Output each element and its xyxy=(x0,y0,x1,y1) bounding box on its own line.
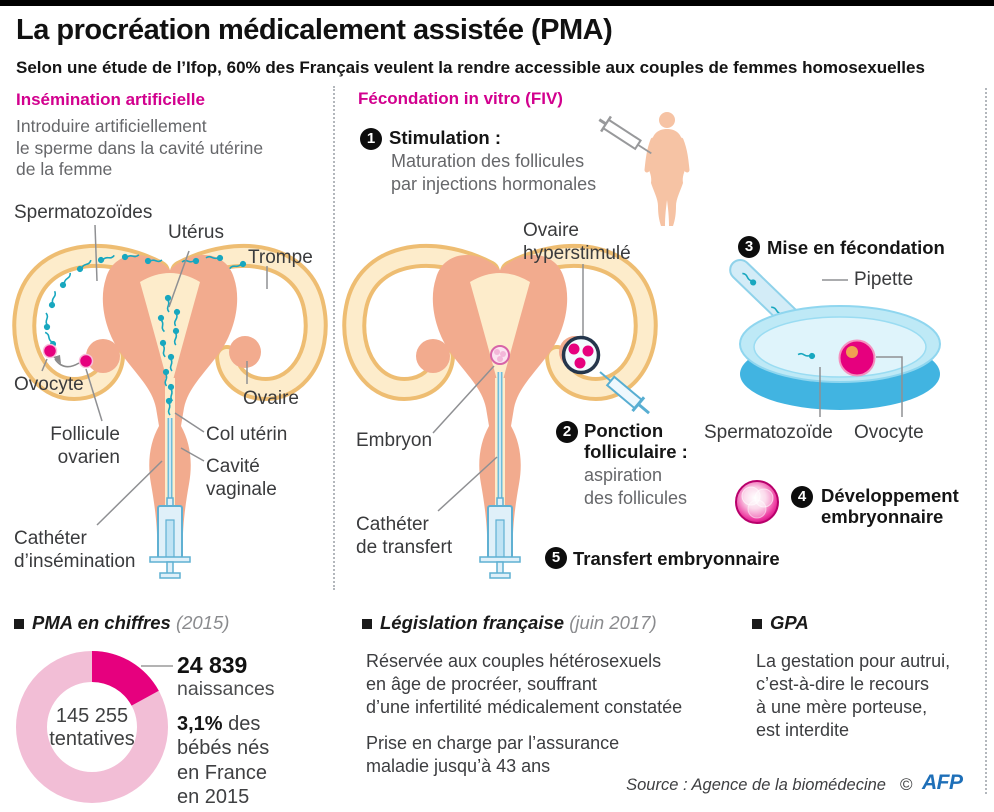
catheter-insemination xyxy=(149,418,191,579)
step-5-badge: 5 xyxy=(545,547,567,569)
square-bullet-icon xyxy=(752,619,762,629)
page-subtitle: Selon une étude de l’Ifop, 60% des Franç… xyxy=(16,58,925,77)
label-pipette: Pipette xyxy=(854,269,914,290)
ovocyte-in-dish xyxy=(838,339,876,377)
legislation-para2: Prise en charge par l’assurance maladie … xyxy=(366,733,620,776)
step-4-title: Développement embryonnaire xyxy=(821,485,959,528)
petri-dish xyxy=(739,305,941,410)
step-5-title: Transfert embryonnaire xyxy=(573,548,780,569)
step-2-title: Ponction folliculaire : xyxy=(584,420,688,463)
hyperstimulated-ovary xyxy=(561,335,601,375)
gpa-heading: GPA xyxy=(752,612,809,634)
ovocyte-follicle-dots xyxy=(42,343,94,369)
gpa-body: La gestation pour autrui, c’est-à-dire l… xyxy=(756,651,951,740)
embryo-in-uterus xyxy=(490,345,510,365)
top-rule xyxy=(0,0,994,6)
step-2-badge: 2 xyxy=(556,421,578,443)
label-lines-middle xyxy=(432,264,584,512)
label-ovocyte-dish: Ovocyte xyxy=(854,422,924,443)
step-1-badge: 1 xyxy=(360,128,382,150)
hormone-syringe-icon xyxy=(598,115,652,155)
copyright-symbol: © xyxy=(900,775,913,794)
aspiration-syringe-icon xyxy=(599,371,650,415)
label-uterus: Utérus xyxy=(168,222,224,243)
label-catheter-transfert: Cathéter de transfert xyxy=(356,514,453,559)
label-col-uterin: Col utérin xyxy=(206,424,288,445)
label-spermatozoides: Spermatozoïdes xyxy=(14,202,153,223)
label-trompe: Trompe xyxy=(248,247,313,268)
donut-center-text: 145 255 tentatives xyxy=(49,705,135,750)
births-label: naissances xyxy=(177,678,275,700)
pct-block: 3,1% des bébés nés en France en 2015 xyxy=(177,713,270,809)
insemination-description: Introduire artificiellement le sperme da… xyxy=(16,116,264,180)
section-heading-insemination: Insémination artificielle xyxy=(16,90,205,109)
catheter-transfer xyxy=(479,372,521,579)
vertical-divider xyxy=(333,86,335,590)
page-title: La procréation médicalement assistée (PM… xyxy=(16,14,613,46)
square-bullet-icon xyxy=(14,619,24,629)
stats-heading: PMA en chiffres (2015) xyxy=(14,612,229,634)
donut-chart xyxy=(16,651,173,803)
step-3-badge: 3 xyxy=(738,236,760,258)
step-3-title: Mise en fécondation xyxy=(767,237,945,258)
label-cavite-vaginale: Cavité vaginale xyxy=(206,456,277,501)
step-1-title: Stimulation : xyxy=(389,127,502,148)
step-4-badge: 4 xyxy=(791,486,813,508)
label-ovocyte-left: Ovocyte xyxy=(14,374,84,395)
afp-logo: AFP xyxy=(922,771,963,794)
legislation-heading: Législation française (juin 2017) xyxy=(362,612,657,634)
legislation-para1: Réservée aux couples hétérosexuels en âg… xyxy=(366,651,683,717)
step-1-body: Maturation des follicules par injections… xyxy=(391,151,597,195)
section-heading-fiv: Fécondation in vitro (FIV) xyxy=(358,89,563,108)
label-lines-left xyxy=(41,224,268,526)
female-silhouette xyxy=(644,112,690,226)
label-embryon: Embryon xyxy=(356,430,433,451)
label-ovaire: Ovaire xyxy=(243,388,299,409)
label-follicule-ovarien: Follicule ovarien xyxy=(50,424,120,469)
square-bullet-icon xyxy=(362,619,372,629)
label-lines-right xyxy=(819,279,903,417)
label-spermatozoide-dish: Spermatozoïde xyxy=(704,422,833,443)
embryo-development-icon xyxy=(735,480,779,524)
label-ovaire-hyperstimule: Ovaire hyperstimulé xyxy=(523,220,631,265)
source-credit: Source : Agence de la biomédecine xyxy=(626,776,886,794)
births-value: 24 839 xyxy=(177,652,248,678)
label-catheter-insemination: Cathéter d’insémination xyxy=(14,528,136,573)
step-2-body: aspiration des follicules xyxy=(584,465,688,509)
right-border-divider xyxy=(985,88,987,794)
